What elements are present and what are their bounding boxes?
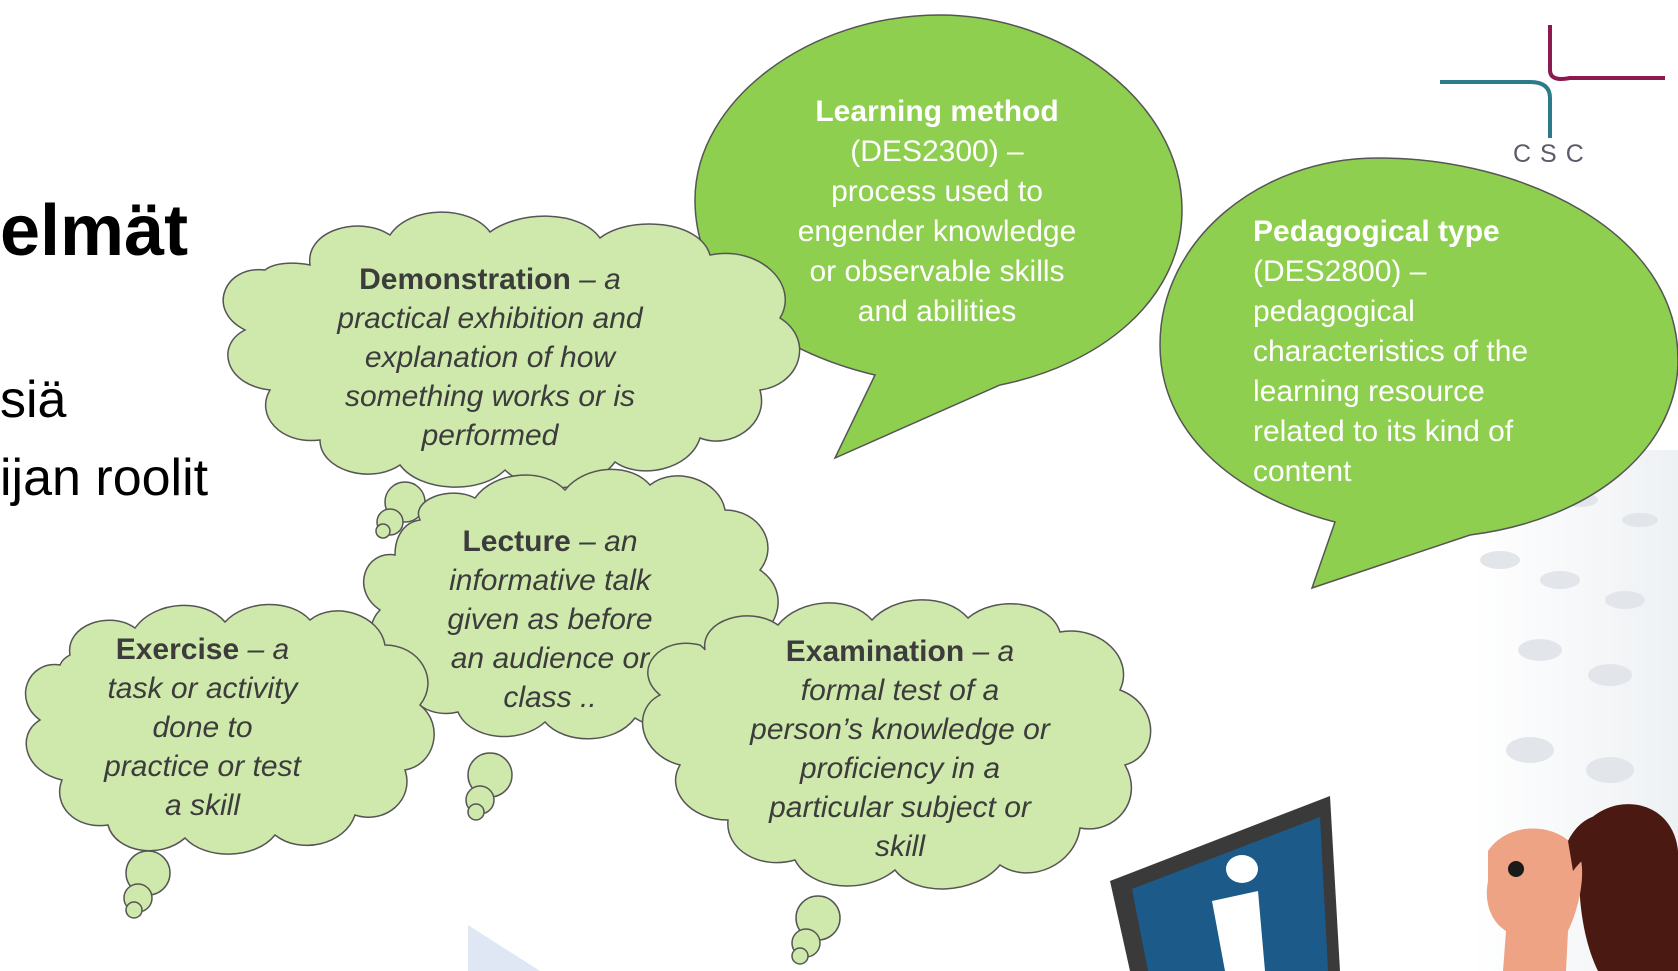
pedagogical-type-term: Pedagogical type	[1253, 215, 1500, 248]
lecture-line: an audience or	[450, 642, 650, 675]
info-icon	[1212, 855, 1265, 971]
info-monitor-illustration	[1110, 796, 1340, 971]
exercise-text: Exercise – a task or activity done to pr…	[80, 630, 325, 825]
examination-line: formal test of a	[800, 674, 1000, 707]
pedagogical-type-line: pedagogical	[1253, 295, 1415, 328]
person-illustration	[1486, 804, 1678, 971]
examination-line: particular subject or	[769, 791, 1031, 824]
learning-method-code: (DES2300) –	[850, 135, 1024, 168]
examination-line: person’s knowledge or	[750, 713, 1050, 746]
learning-method-line: and abilities	[857, 295, 1017, 328]
demonstration-line: practical exhibition and	[337, 302, 643, 335]
learning-method-line: or observable skills	[809, 255, 1065, 288]
demonstration-cloud	[222, 211, 801, 539]
pedagogical-type-line: learning resource	[1253, 375, 1485, 408]
pedagogical-type-bubble	[1159, 157, 1678, 590]
learning-method-text: Learning method (DES2300) – process used…	[772, 92, 1102, 332]
bullet-text-2: ijan roolit	[0, 449, 209, 507]
examination-text: Examination – a formal test of a person’…	[720, 632, 1080, 866]
demonstration-lead: – a	[579, 263, 621, 296]
bullet-text-1: siä	[0, 371, 67, 429]
examination-lead: – a	[972, 635, 1015, 668]
lecture-line: informative talk	[449, 564, 651, 597]
exercise-lead: – a	[247, 633, 290, 666]
lecture-lead: – an	[579, 525, 638, 558]
exercise-line: done to	[152, 711, 253, 744]
lecture-term: Lecture	[462, 525, 571, 558]
learning-method-term: Learning method	[815, 95, 1059, 128]
learning-method-line: engender knowledge	[797, 215, 1077, 248]
csc-logo	[1440, 25, 1665, 138]
demonstration-line: explanation of how	[364, 341, 616, 374]
examination-term: Examination	[785, 635, 965, 668]
lecture-line: class ..	[503, 681, 597, 714]
demonstration-term: Demonstration	[359, 263, 571, 296]
learning-method-bubble	[694, 14, 1183, 460]
pedagogical-type-line: characteristics of the	[1253, 335, 1529, 368]
demonstration-line: performed	[421, 419, 559, 452]
csc-logo-text: CSC	[1513, 140, 1593, 168]
exercise-term: Exercise	[115, 633, 240, 666]
exercise-line: practice or test	[104, 750, 301, 783]
lecture-line: given as before	[447, 603, 653, 636]
demonstration-line: something works or is	[344, 380, 636, 413]
exercise-line: a skill	[164, 789, 240, 822]
pedagogical-type-text: Pedagogical type (DES2800) – pedagogical…	[1253, 212, 1573, 492]
pedagogical-type-code: (DES2800) –	[1253, 255, 1427, 288]
exercise-cloud	[24, 603, 435, 919]
pedagogical-type-line: related to its kind of	[1253, 415, 1514, 448]
lecture-text: Lecture – an informative talk given as b…	[420, 522, 680, 717]
learning-method-line: process used to	[831, 175, 1043, 208]
demonstration-text: Demonstration – a practical exhibition a…	[300, 260, 680, 455]
examination-line: proficiency in a	[799, 752, 1001, 785]
pedagogical-type-line: content	[1253, 455, 1352, 488]
slide-title: elmät	[0, 191, 189, 271]
examination-line: skill	[875, 830, 925, 863]
exercise-line: task or activity	[107, 672, 298, 705]
examination-cloud	[641, 599, 1152, 965]
